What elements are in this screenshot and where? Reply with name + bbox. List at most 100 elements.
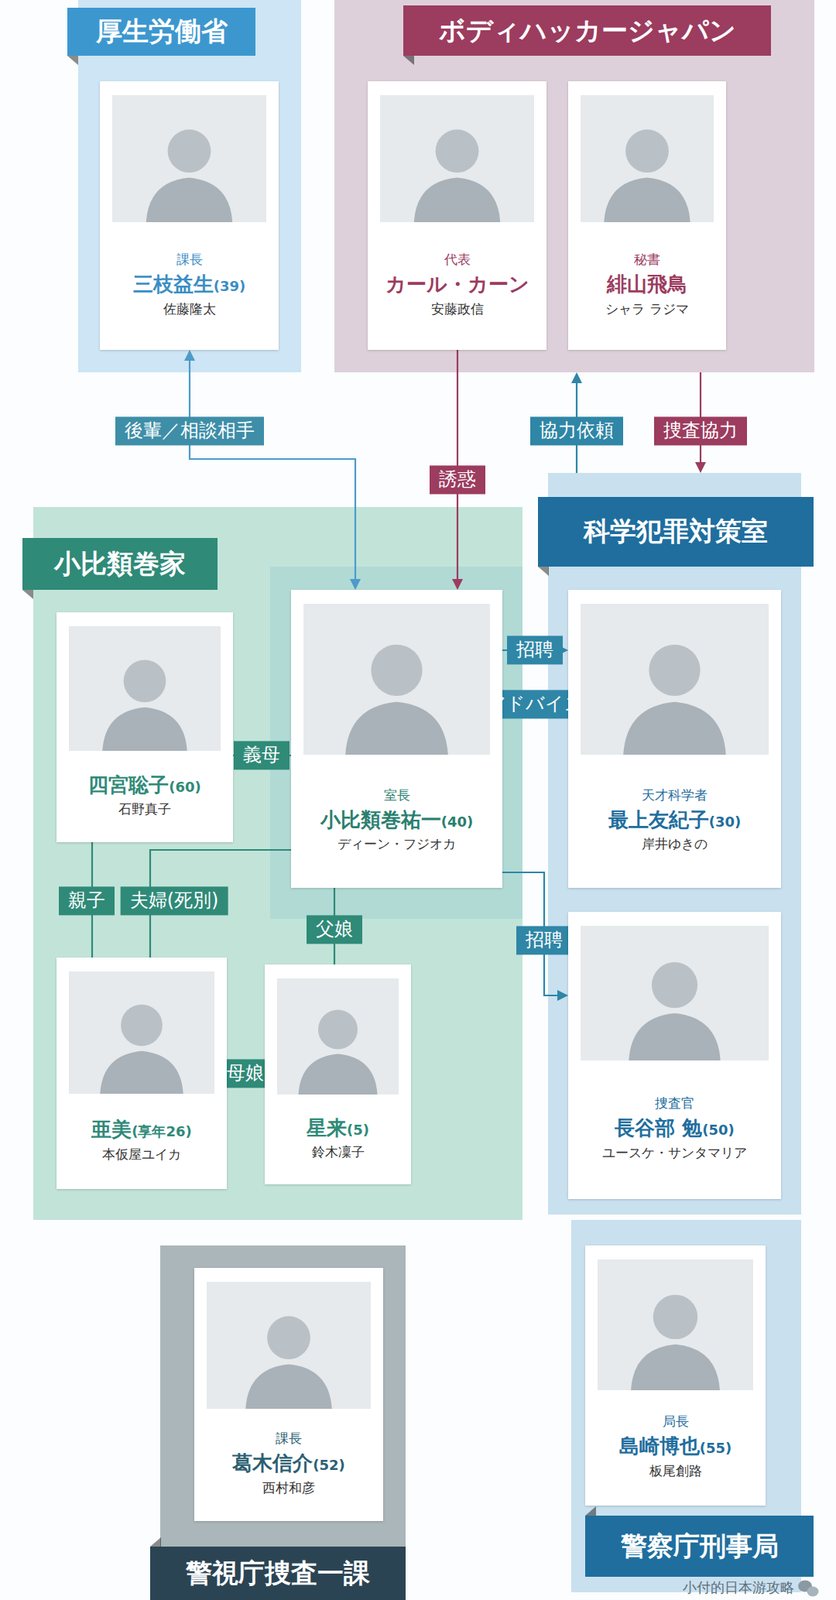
actor-line: 板尾創路 xyxy=(649,1463,703,1480)
portrait-photo xyxy=(277,978,399,1095)
actor-name: 安藤政信 xyxy=(431,301,484,317)
name-line: 四宮聡子(60) xyxy=(88,772,202,799)
portrait-silhouette xyxy=(580,603,769,755)
role-line: 代表 xyxy=(444,251,471,268)
card-text-area: 四宮聡子(60) 石野真子 xyxy=(68,750,221,832)
card-text-area: 亜美(享年26) 本仮屋ユイカ xyxy=(68,1093,215,1179)
relation-label: 捜査協力 xyxy=(654,416,747,446)
arrow-head xyxy=(349,579,361,590)
card-text-area: 捜査官長谷部 勉(50)ユースケ・サンタマリア xyxy=(580,1060,769,1189)
portrait-silhouette xyxy=(580,925,769,1061)
actor-line: 佐藤隆太 xyxy=(163,301,216,318)
character-age: (5) xyxy=(346,1121,370,1138)
relation-label: 父娘 xyxy=(306,914,363,944)
card-text-area: 課長三枝益生(39) 佐藤隆太 xyxy=(112,222,267,340)
character-role: 室長 xyxy=(383,787,411,803)
relation-label-holder: 後輩／相談相手 xyxy=(115,416,264,446)
relation-label-holder: 親子 xyxy=(58,886,115,915)
arrow-head xyxy=(452,579,463,590)
character-age: (39) xyxy=(213,277,247,295)
group-tab: ボディハッカージャパン xyxy=(403,5,771,56)
portrait-silhouette xyxy=(68,971,215,1094)
character-age: (30) xyxy=(709,813,742,830)
card-text-area: 天才科学者最上友紀子(30)岸井ゆきの xyxy=(580,754,769,878)
role-line: 天才科学者 xyxy=(641,787,708,804)
portrait-photo xyxy=(112,95,267,223)
actor-name: 西村和彦 xyxy=(262,1480,316,1496)
organization-panel: ボディハッカージャパン代表カール・カーン安藤政信秘書緋山飛鳥シャラ ラジマ xyxy=(334,0,815,373)
character-card: 代表カール・カーン安藤政信 xyxy=(367,81,547,350)
actor-line: 本仮屋ユイカ xyxy=(102,1146,182,1163)
portrait-silhouette xyxy=(580,95,714,223)
character-role: 天才科学者 xyxy=(641,787,708,803)
role-line: 局長 xyxy=(662,1413,689,1430)
character-name: 星来 xyxy=(306,1116,347,1140)
portrait-photo xyxy=(206,1281,371,1409)
portrait-photo xyxy=(597,1259,754,1391)
name-line: 緋山飛鳥 xyxy=(606,271,688,298)
watermark: 小付的日本游攻略 xyxy=(654,1579,795,1597)
arrow-head xyxy=(695,462,706,473)
relation-label-holder: 協力依頼 xyxy=(530,416,624,446)
name-line: 島崎博也(55) xyxy=(619,1433,733,1460)
name-line: 小比類巻祐一(40) xyxy=(320,807,474,833)
relation-label: 後輩／相談相手 xyxy=(115,416,264,446)
portrait-silhouette xyxy=(303,603,490,755)
organization-panel: 小比類巻家四宮聡子(60)石野真子室長小比類巻祐一(40)ディーン・フジオカ亜美… xyxy=(33,507,523,1220)
name-line: 三枝益生(39) xyxy=(133,271,247,298)
relation-label-holder: 招聘 xyxy=(516,925,573,955)
relation-connector xyxy=(189,357,356,583)
portrait-silhouette xyxy=(68,626,221,751)
relation-label: 協力依頼 xyxy=(530,416,624,446)
organization-panel: 厚生労働省課長三枝益生(39)佐藤隆太 xyxy=(78,0,302,373)
character-card: 捜査官長谷部 勉(50)ユースケ・サンタマリア xyxy=(568,911,782,1200)
portrait-photo xyxy=(380,95,535,223)
character-role: 課長 xyxy=(176,251,203,268)
character-name: 最上友紀子 xyxy=(608,808,710,832)
portrait-photo xyxy=(68,971,215,1094)
character-role: 捜査官 xyxy=(654,1095,695,1111)
role-line: 捜査官 xyxy=(654,1095,695,1112)
name-line: 亜美(享年26) xyxy=(91,1116,192,1143)
group-tab: 厚生労働省 xyxy=(67,7,256,56)
arrow-head xyxy=(184,349,196,361)
card-text-area: 星来(5)鈴木凜子 xyxy=(277,1094,399,1174)
relation-label-holder: 夫婦(死別) xyxy=(120,886,229,915)
character-name: 小比類巻祐一 xyxy=(320,808,442,832)
relation-label: 夫婦(死別) xyxy=(120,886,229,915)
character-name: 長谷部 勉 xyxy=(614,1116,703,1140)
portrait-photo xyxy=(580,925,769,1061)
character-card: 課長葛木信介(52)西村和彦 xyxy=(194,1267,384,1522)
actor-line: 石野真子 xyxy=(118,801,172,818)
actor-line: シャラ ラジマ xyxy=(605,301,689,318)
relation-label-holder: 義母 xyxy=(233,740,290,770)
actor-line: 西村和彦 xyxy=(262,1480,316,1497)
actor-name: 岸井ゆきの xyxy=(641,836,708,852)
portrait-photo xyxy=(580,95,714,223)
role-line: 課長 xyxy=(176,251,203,268)
character-age: (50) xyxy=(702,1121,735,1138)
relation-label-holder: 捜査協力 xyxy=(654,416,747,446)
character-age: (享年26) xyxy=(131,1123,192,1140)
relation-label: 誘惑 xyxy=(429,465,486,494)
character-card: 星来(5)鈴木凜子 xyxy=(264,964,412,1185)
card-text-area: 課長葛木信介(52)西村和彦 xyxy=(206,1408,371,1511)
character-card: 室長小比類巻祐一(40) ディーン・フジオカ xyxy=(291,589,503,888)
character-name: 葛木信介 xyxy=(232,1451,313,1475)
character-role: 秘書 xyxy=(633,251,661,268)
arrow-head xyxy=(571,372,583,384)
actor-line: ディーン・フジオカ xyxy=(337,836,456,853)
relation-label: 親子 xyxy=(58,886,115,915)
character-name: 緋山飛鳥 xyxy=(606,272,688,296)
character-card: 天才科学者最上友紀子(30)岸井ゆきの xyxy=(568,589,782,888)
character-name: 島崎博也 xyxy=(619,1434,700,1458)
character-age: (60) xyxy=(168,778,202,795)
portrait-silhouette xyxy=(277,978,399,1095)
character-role: 課長 xyxy=(275,1430,302,1446)
relation-label: 招聘 xyxy=(507,635,563,665)
group-tab: 警視庁捜査一課 xyxy=(150,1546,406,1600)
portrait-photo xyxy=(68,626,221,751)
group-tab: 科学犯罪対策室 xyxy=(537,496,814,567)
name-line: 星来(5) xyxy=(306,1115,370,1141)
character-card: 秘書緋山飛鳥シャラ ラジマ xyxy=(568,81,727,350)
